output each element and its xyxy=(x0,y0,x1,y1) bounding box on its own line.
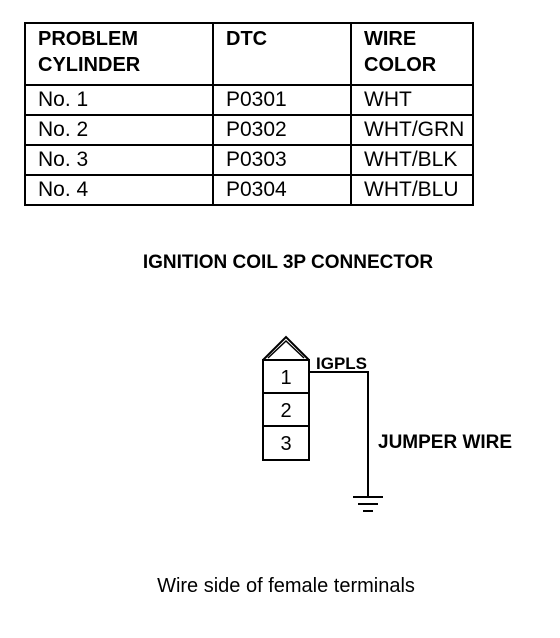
table-row: No. 2 P0302 WHT/GRN xyxy=(24,114,474,146)
cylinder-cell: No. 3 xyxy=(24,144,214,176)
cylinder-cell: No. 4 xyxy=(24,174,214,206)
wire-color-cell: WHT/GRN xyxy=(350,114,474,146)
header-wire-color: WIRE COLOR xyxy=(350,22,474,86)
caption: Wire side of female terminals xyxy=(157,575,415,597)
dtc-table: PROBLEM CYLINDER DTC WIRE COLOR No. 1 P0… xyxy=(24,22,474,206)
table-header-row: PROBLEM CYLINDER DTC WIRE COLOR xyxy=(24,22,474,86)
cylinder-cell: No. 2 xyxy=(24,114,214,146)
table-row: No. 3 P0303 WHT/BLK xyxy=(24,144,474,176)
connector-housing xyxy=(262,335,310,461)
wire-color-cell: WHT/BLK xyxy=(350,144,474,176)
dtc-cell: P0302 xyxy=(212,114,352,146)
terminal-1-label: 1 xyxy=(280,367,291,389)
connector-body xyxy=(262,359,310,461)
table-row: No. 1 P0301 WHT xyxy=(24,84,474,116)
jumper-wire-label: JUMPER WIRE xyxy=(378,432,512,453)
connector-key xyxy=(262,335,310,361)
igpls-label: IGPLS xyxy=(316,354,367,373)
connector-title: IGNITION COIL 3P CONNECTOR xyxy=(142,252,434,273)
dtc-cell: P0301 xyxy=(212,84,352,116)
terminal-3-label: 3 xyxy=(280,433,291,455)
table-row: No. 4 P0304 WHT/BLU xyxy=(24,174,474,206)
header-problem-cylinder: PROBLEM CYLINDER xyxy=(24,22,214,86)
header-dtc: DTC xyxy=(212,22,352,86)
dtc-cell: P0304 xyxy=(212,174,352,206)
connector-key-inner xyxy=(267,339,305,359)
ground-icon xyxy=(353,496,383,512)
dtc-cell: P0303 xyxy=(212,144,352,176)
wire-color-cell: WHT xyxy=(350,84,474,116)
jumper-wire xyxy=(309,371,369,497)
cylinder-cell: No. 1 xyxy=(24,84,214,116)
terminal-2-label: 2 xyxy=(280,400,291,422)
wire-color-cell: WHT/BLU xyxy=(350,174,474,206)
